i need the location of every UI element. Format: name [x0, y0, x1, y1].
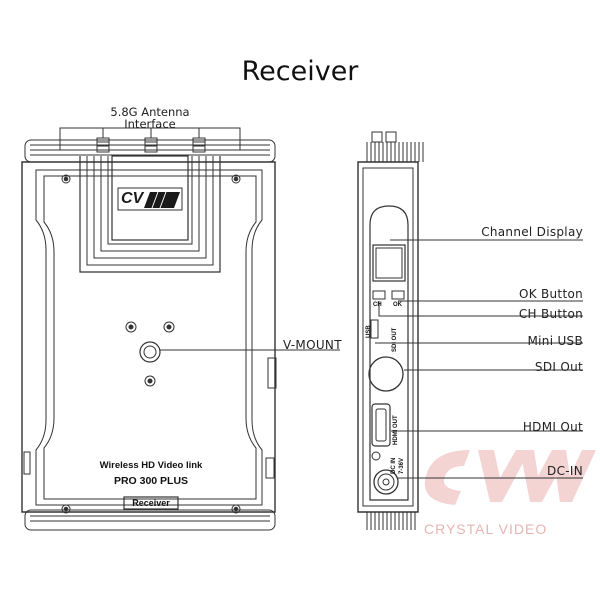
heatsink-window	[79, 155, 221, 273]
callout-leaders	[375, 239, 583, 479]
mini-usb-port	[370, 319, 379, 339]
cv-logo	[117, 187, 183, 211]
side-channel-display	[372, 244, 406, 282]
dc-in-mark: DC IN	[391, 457, 397, 474]
side-bottom-fins	[366, 512, 416, 530]
hdmi-port	[371, 403, 391, 447]
ch-button-shape	[372, 290, 386, 300]
front-text-line2: PRO 300 PLUS	[113, 475, 189, 487]
callout-channel-display: Channel Display	[481, 225, 583, 239]
front-text-line3: Receiver	[132, 498, 170, 508]
page-title: Receiver	[241, 56, 359, 87]
callout-hdmi-out: HDMI Out	[522, 420, 583, 434]
sdi-connector	[368, 356, 404, 392]
front-text-line1: Wireless HD Video link	[99, 460, 203, 471]
ch-mark: CH	[373, 302, 382, 308]
antenna-label-line1: 5.8G Antenna	[110, 105, 190, 119]
front-view	[21, 127, 340, 531]
sdi-out-mark: SDI OUT	[392, 327, 398, 352]
antenna-interface-label: 5.8G Antenna Interface	[90, 106, 210, 130]
callout-mini-usb: Mini USB	[527, 334, 583, 348]
callout-sdi-out: SDI Out	[534, 360, 583, 374]
cv-logo-text: CV	[121, 190, 144, 207]
antenna-label-line2: Interface	[124, 117, 176, 131]
dc-in-connector	[373, 469, 399, 495]
ok-button-shape	[391, 290, 405, 300]
side-top-fins	[366, 142, 424, 162]
front-screws	[61, 174, 241, 514]
callout-ch-button: CH Button	[518, 307, 583, 321]
callout-ok-button: OK Button	[518, 287, 583, 301]
vmount-holes	[125, 321, 175, 387]
ok-mark: OK	[393, 302, 402, 308]
vmount-label: V-MOUNT	[283, 338, 342, 352]
watermark-text: CRYSTAL VIDEO	[424, 521, 548, 537]
callout-dc-in: DC-IN	[547, 464, 583, 478]
hdmi-out-mark: HDMI OUT	[393, 415, 399, 445]
voltage-mark: 7-36V	[399, 457, 405, 474]
watermark-logo	[424, 450, 596, 505]
usb-mark: USB	[366, 325, 372, 338]
side-view	[357, 131, 424, 530]
